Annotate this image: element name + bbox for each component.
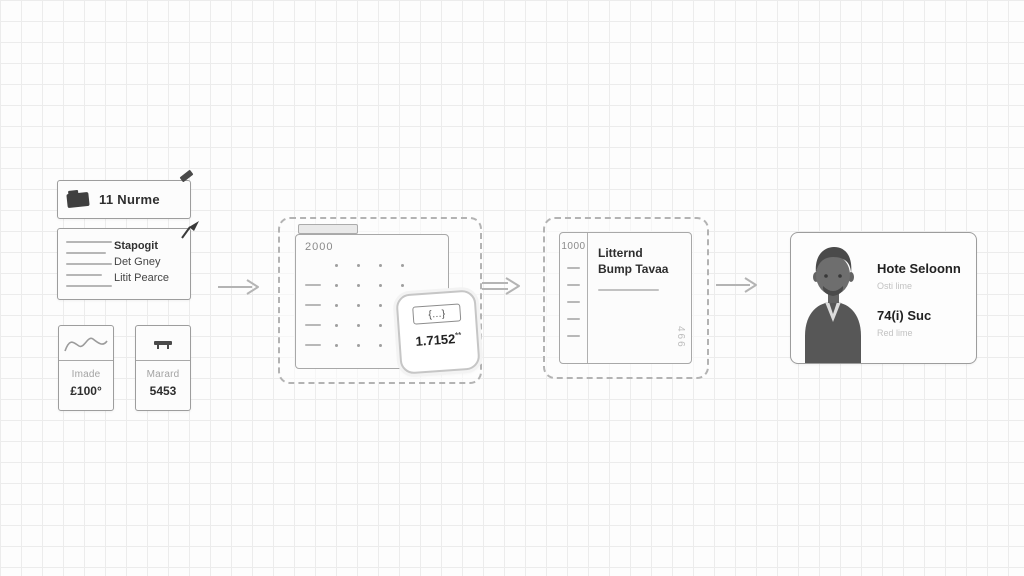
summary-panel: 1000 Litternd Bump Tavaa 466 <box>543 217 709 379</box>
folder-icon <box>66 191 90 208</box>
stat-value: 5453 <box>149 384 177 398</box>
stat-label: Imade <box>71 369 101 380</box>
flow-arrow-2 <box>482 277 520 295</box>
note-line-2: Det Gney <box>114 256 161 268</box>
stat-label: Marard <box>146 369 180 380</box>
note-text-lines <box>66 241 112 296</box>
note-card-text: Stapogit Det Gney Litit Pearce <box>114 238 169 286</box>
name-card: 11 Nurme <box>57 169 194 219</box>
divider <box>598 289 660 291</box>
summary-table: 1000 Litternd Bump Tavaa 466 <box>559 232 692 364</box>
dot-row <box>296 275 448 295</box>
wave-sparkline-icon <box>64 337 108 352</box>
stat-card-imade: Imade £100° <box>58 325 114 411</box>
flow-arrow-1 <box>218 279 259 295</box>
table-header: 2000 <box>305 241 334 253</box>
note-card: Stapogit Det Gney Litit Pearce <box>57 221 199 300</box>
profile-card: Hote Seloonn Osti lime 74(i) Suc Red lim… <box>790 232 977 364</box>
pin-icon <box>181 221 199 239</box>
dot-row <box>296 255 448 275</box>
sheet-tab <box>298 224 358 234</box>
profile-value: 74(i) Suc <box>877 308 932 323</box>
value-sticker: {…} 1.7152** <box>395 289 481 375</box>
avatar <box>805 247 861 363</box>
profile-caption-1: Osti lime <box>877 281 913 291</box>
profile-name: Hote Seloonn <box>877 261 961 276</box>
token-chip: {…} <box>412 303 462 325</box>
stat-card-marard: Marard 5453 <box>135 325 191 411</box>
profile-caption-2: Red lime <box>877 328 913 338</box>
summary-title: Litternd Bump Tavaa <box>598 246 669 276</box>
flow-arrow-3 <box>716 277 757 293</box>
bench-icon <box>154 338 172 349</box>
table-header: 1000 <box>561 241 586 252</box>
icon-area <box>136 326 190 361</box>
side-label: 466 <box>675 326 686 349</box>
note-line-1: Stapogit <box>114 240 158 252</box>
row-label-column: 1000 <box>560 233 588 363</box>
name-card-label: 11 Nurme <box>99 192 160 207</box>
pen-nib-icon <box>179 169 194 183</box>
sparkline-area <box>59 326 113 361</box>
sticker-value: 1.7152** <box>415 330 462 349</box>
stat-value: £100° <box>70 384 102 398</box>
summary-content: Litternd Bump Tavaa 466 <box>588 233 691 363</box>
note-line-3: Litit Pearce <box>114 272 170 284</box>
